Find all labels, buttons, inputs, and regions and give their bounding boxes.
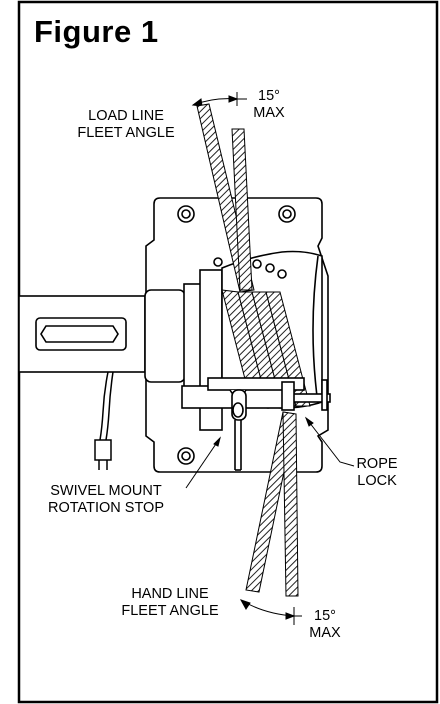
motor-housing	[18, 269, 223, 431]
bottom-angle-value: 15°	[314, 608, 336, 624]
bottom-angle-label: 15° MAX	[304, 608, 346, 642]
figure-title: Figure 1	[34, 14, 159, 49]
swivel-mount-assembly	[181, 377, 331, 471]
swivel-mount-label-line1: SWIVEL MOUNT	[50, 483, 162, 499]
swivel-mount-label: SWIVEL MOUNT ROTATION STOP	[40, 483, 172, 517]
load-line-rope	[196, 103, 255, 293]
load-line-label-line1: LOAD LINE	[88, 108, 164, 124]
rope-lock-label: ROPE LOCK	[352, 456, 402, 490]
top-angle-value: 15°	[258, 88, 280, 104]
swivel-mount-label-line2: ROTATION STOP	[47, 500, 164, 516]
load-line-label-line2: FLEET ANGLE	[77, 125, 175, 141]
hand-line-label: HAND LINE FLEET ANGLE	[108, 586, 232, 620]
power-cord	[94, 371, 114, 470]
top-angle-max: MAX	[253, 105, 285, 121]
top-fleet-angle-indicator	[191, 92, 247, 107]
bottom-fleet-angle-indicator	[239, 599, 302, 625]
top-angle-label: 15° MAX	[248, 88, 290, 122]
hand-line-label-line1: HAND LINE	[131, 586, 209, 602]
bottom-angle-max: MAX	[309, 625, 341, 641]
hand-line-rope	[245, 411, 299, 597]
hand-line-label-line2: FLEET ANGLE	[121, 603, 219, 619]
leader-lines	[185, 416, 355, 489]
rope-lock-label-line1: ROPE	[356, 456, 398, 472]
rope-lock-label-line2: LOCK	[357, 473, 397, 489]
load-line-label: LOAD LINE FLEET ANGLE	[64, 108, 188, 142]
